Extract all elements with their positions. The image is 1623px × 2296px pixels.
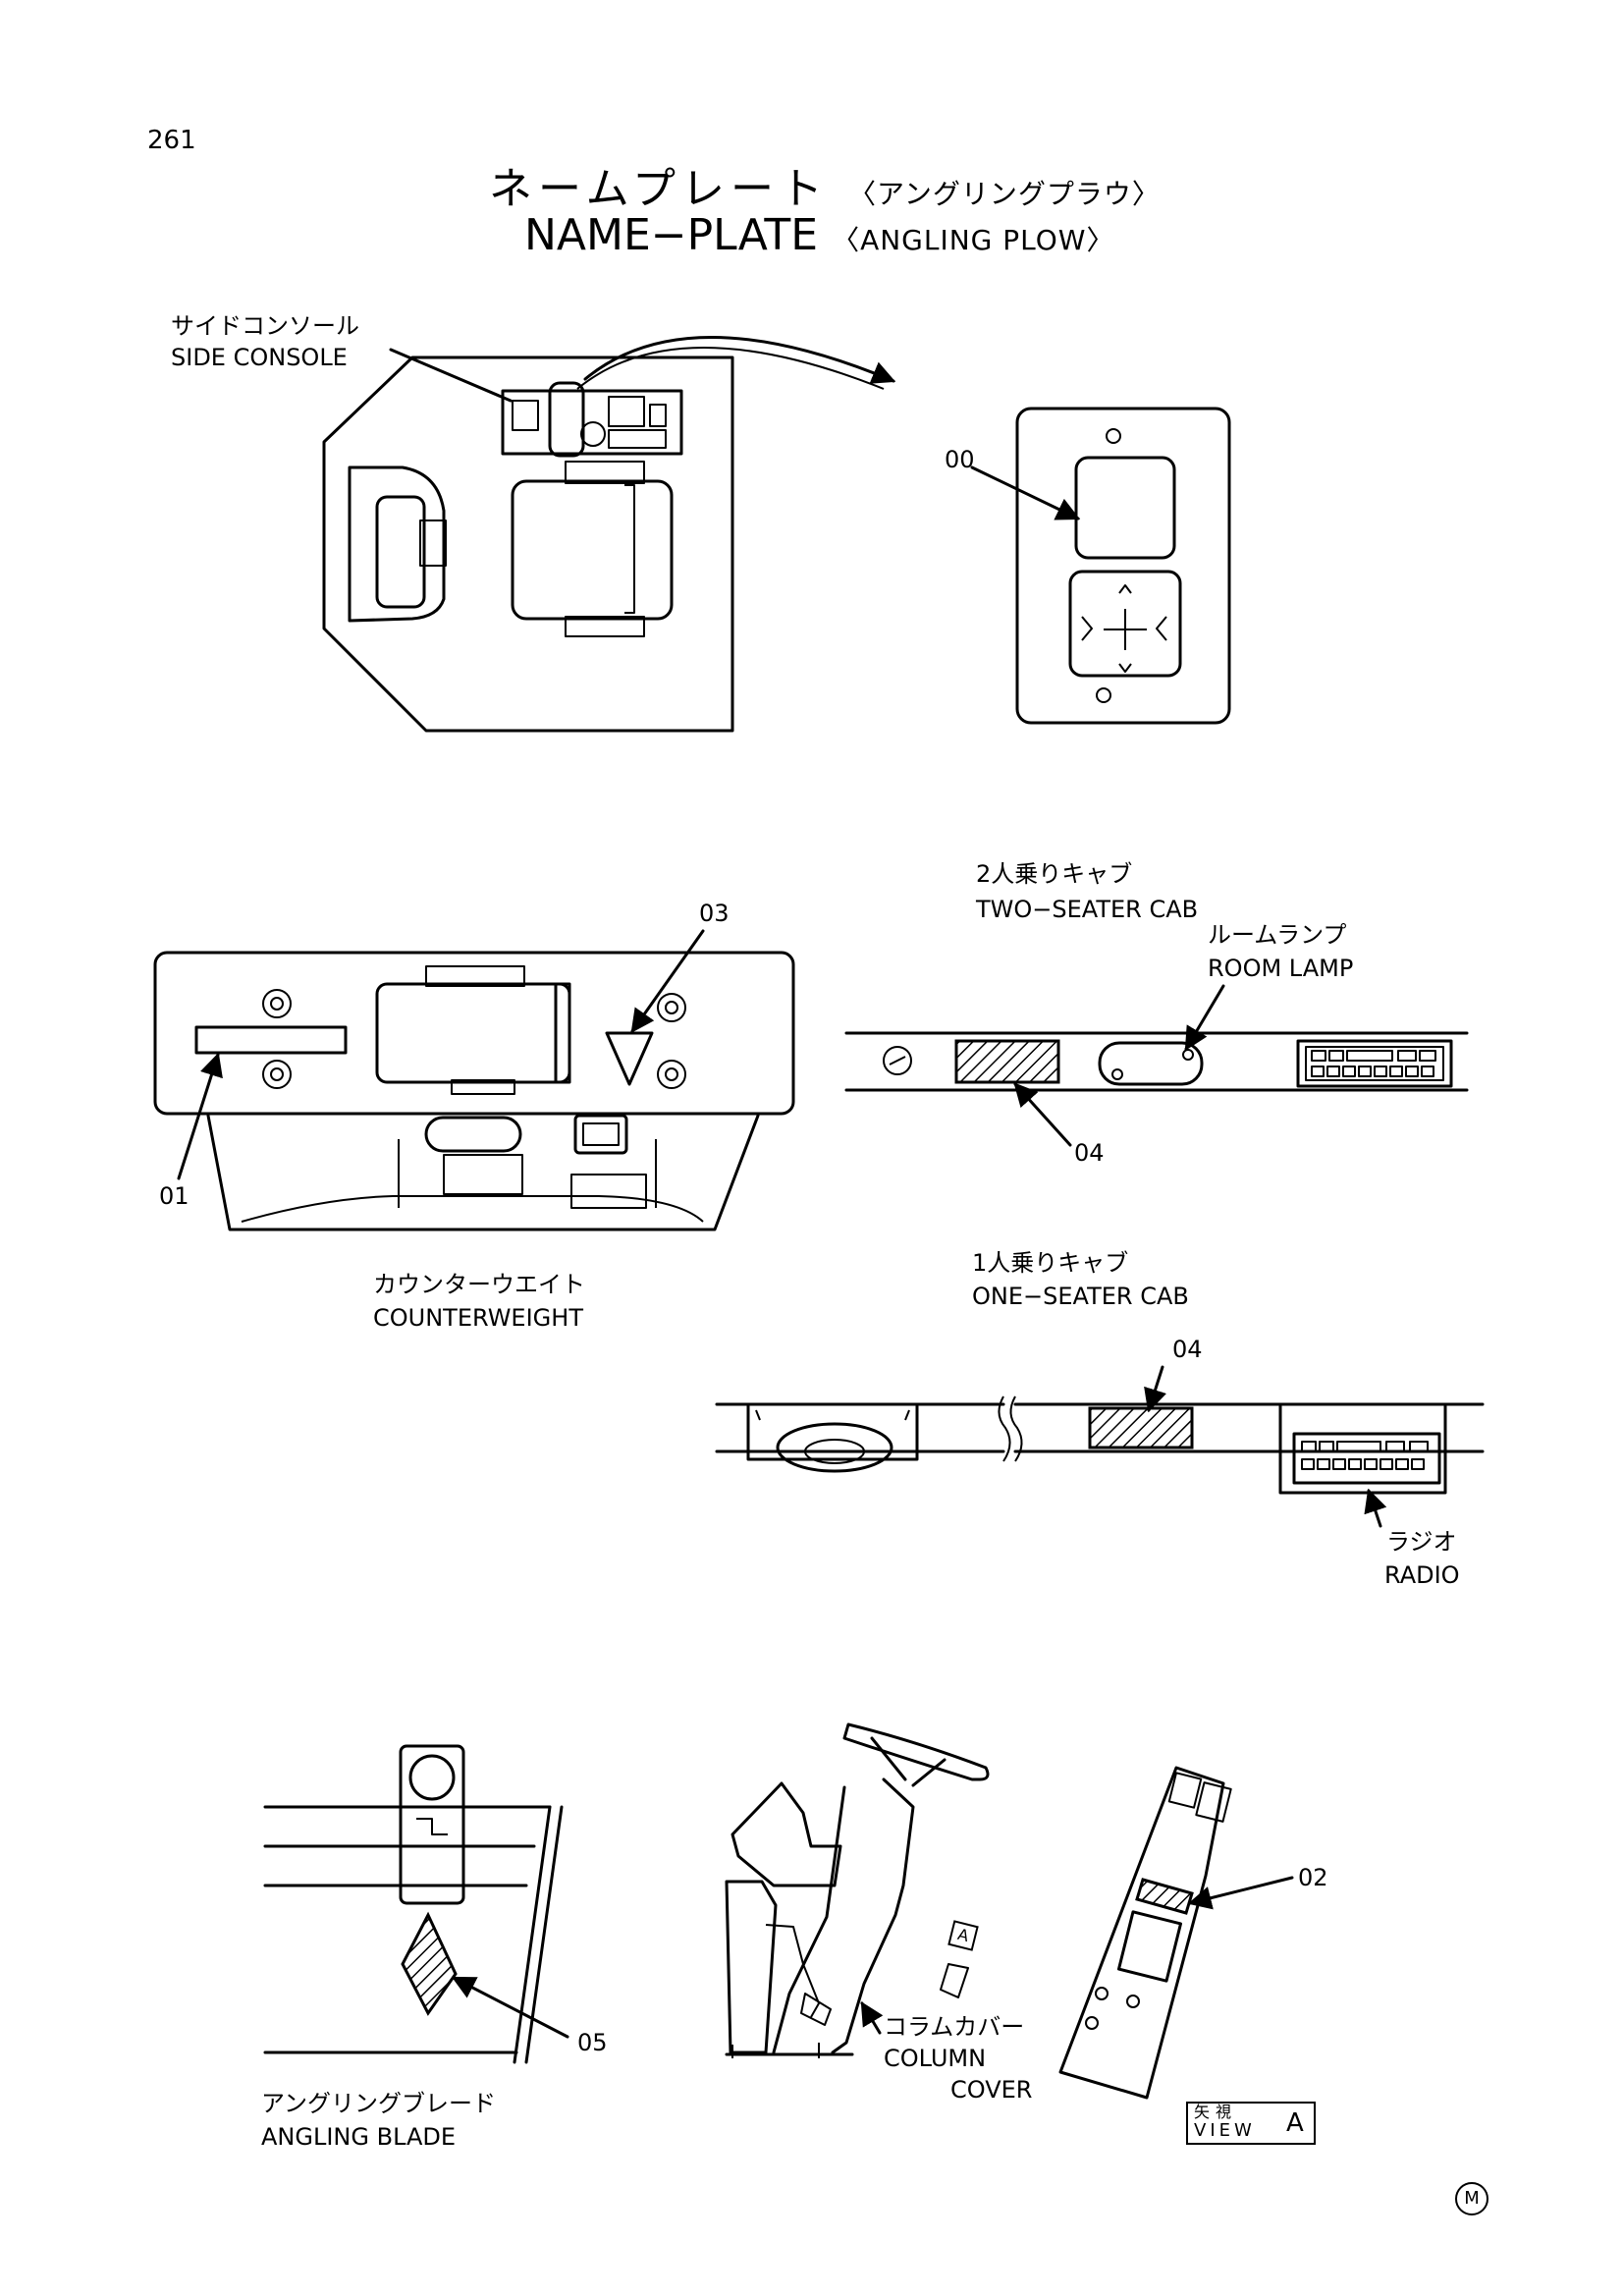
nameplate-panel-drawing	[970, 407, 1231, 725]
side-console-drawing	[322, 336, 896, 733]
two-seater-label-en: TWO−SEATER CAB	[976, 896, 1199, 923]
view-letter: A	[1286, 2108, 1304, 2138]
view-label-jp: 矢視	[1194, 2103, 1238, 2121]
title-en-sub: 〈ANGLING PLOW〉	[832, 224, 1115, 256]
one-seater-cab-drawing	[715, 1365, 1485, 1528]
callout-05: 05	[577, 2029, 608, 2056]
column-cover-label-jp: コラムカバー	[884, 2013, 1025, 2041]
column-cover-drawing	[725, 1722, 990, 2058]
room-lamp-label-en: ROOM LAMP	[1208, 955, 1354, 982]
side-console-label-jp: サイドコンソール	[171, 312, 359, 340]
column-cover-label-en-2: COVER	[950, 2076, 1033, 2104]
page-number: 261	[147, 126, 196, 155]
view-a-box: 矢視 VIEW A	[1186, 2102, 1316, 2145]
callout-04-two-seater: 04	[1074, 1139, 1105, 1167]
view-label-en: VIEW	[1194, 2120, 1256, 2141]
angling-blade-label-jp: アングリングブレード	[261, 2090, 497, 2117]
callout-03: 03	[699, 900, 730, 927]
callout-04-one-seater: 04	[1172, 1336, 1203, 1363]
page-title-en: NAME−PLATE 〈ANGLING PLOW〉	[524, 210, 1114, 260]
one-seater-label-jp: 1人乗りキャブ	[972, 1249, 1129, 1277]
title-en: NAME−PLATE	[524, 210, 819, 260]
angling-blade-drawing	[263, 1744, 569, 2064]
callout-00: 00	[945, 446, 975, 473]
counterweight-label-jp: カウンターウエイト	[373, 1271, 585, 1298]
counterweight-label-en: COUNTERWEIGHT	[373, 1304, 583, 1332]
room-lamp-label-jp: ルームランプ	[1208, 921, 1347, 949]
two-seater-cab-drawing	[844, 984, 1469, 1147]
radio-label-en: RADIO	[1384, 1561, 1460, 1589]
view-a-drawing	[1058, 1766, 1294, 2100]
angling-blade-label-en: ANGLING BLADE	[261, 2123, 457, 2151]
page-title-jp: ネームプレート 〈アングリングプラウ〉	[489, 153, 1161, 216]
title-jp-sub: 〈アングリングプラウ〉	[848, 178, 1161, 210]
corner-mark: M	[1455, 2182, 1488, 2215]
one-seater-label-en: ONE−SEATER CAB	[972, 1283, 1189, 1310]
radio-label-jp: ラジオ	[1386, 1528, 1457, 1556]
column-cover-label-en-1: COLUMN	[884, 2045, 987, 2072]
callout-02: 02	[1298, 1864, 1328, 1891]
title-jp: ネームプレート	[489, 164, 830, 214]
counterweight-drawing	[153, 929, 795, 1231]
two-seater-label-jp: 2人乗りキャブ	[976, 860, 1133, 888]
callout-01: 01	[159, 1182, 189, 1210]
side-console-label-en: SIDE CONSOLE	[171, 344, 348, 371]
